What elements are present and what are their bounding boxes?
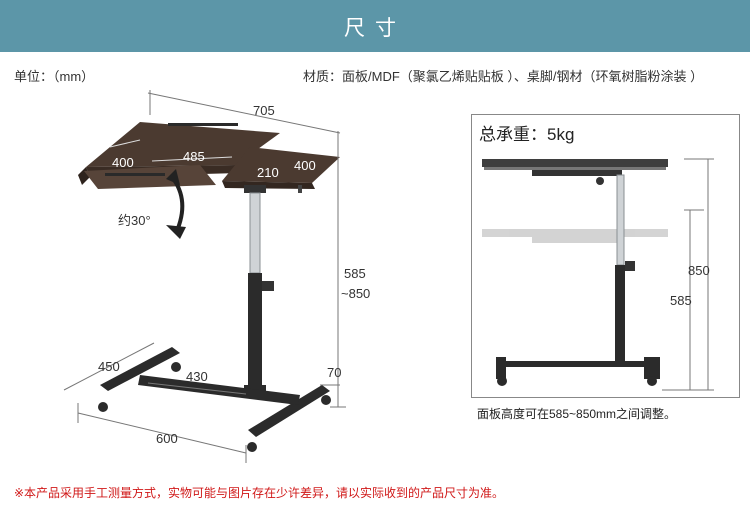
load-capacity: 总承重：5kg xyxy=(479,125,575,144)
height-caption: 面板高度可在585~850mm之间调整。 xyxy=(477,407,677,421)
dim-height-top: 585 xyxy=(344,266,366,281)
load-panel: 850 585 总承重：5kg xyxy=(471,114,740,398)
tilt-arrowhead-icon xyxy=(166,225,186,239)
page-title: 尺寸 xyxy=(344,17,406,40)
base-inner-dimension-line xyxy=(147,382,247,395)
dim-width-total: 705 xyxy=(253,103,275,118)
height-dimension-line xyxy=(330,150,346,408)
top-table xyxy=(482,159,668,185)
base-side-dimension-line xyxy=(63,342,155,391)
dim-height-low: 585 xyxy=(670,293,692,308)
dim-width-side: 210 xyxy=(257,165,279,180)
height-adjust-diagram: 850 585 xyxy=(482,158,714,391)
width-dimension-line xyxy=(147,90,341,150)
dim-base-length: 600 xyxy=(156,431,178,446)
dim-base-side: 450 xyxy=(98,359,120,374)
base xyxy=(496,357,660,386)
dim-depth-main: 400 xyxy=(112,155,134,170)
column xyxy=(615,174,635,365)
dim-height-bottom: ~850 xyxy=(341,286,370,301)
dimension-diagram: 705 400 485 210 400 约30° xyxy=(63,90,370,463)
base xyxy=(98,347,331,452)
dim-base-inner: 430 xyxy=(186,369,208,384)
title-banner: 尺寸 xyxy=(0,0,750,52)
tilt-arrowhead-top-icon xyxy=(166,169,180,185)
dim-height-high: 850 xyxy=(688,263,710,278)
column xyxy=(244,185,274,395)
dim-clearance: 70 xyxy=(327,365,341,380)
height-dimension-lines xyxy=(662,158,714,391)
unit-label: 单位：（mm） xyxy=(14,69,95,84)
tabletop xyxy=(78,122,280,189)
ghost-table xyxy=(482,229,668,243)
dim-width-main: 485 xyxy=(183,149,205,164)
tilt-angle-label: 约30° xyxy=(118,213,151,228)
material-label: 材质：面板/MDF（聚氯乙烯贴贴板 ）、桌脚/钢材（环氧树脂粉涂装 ） xyxy=(303,69,704,84)
base-length-dimension-line xyxy=(77,403,247,463)
footnote: ※本产品采用手工测量方式，实物可能与图片存在少许差异，请以实际收到的产品尺寸为准… xyxy=(14,486,505,500)
dim-depth-side: 400 xyxy=(294,158,316,173)
